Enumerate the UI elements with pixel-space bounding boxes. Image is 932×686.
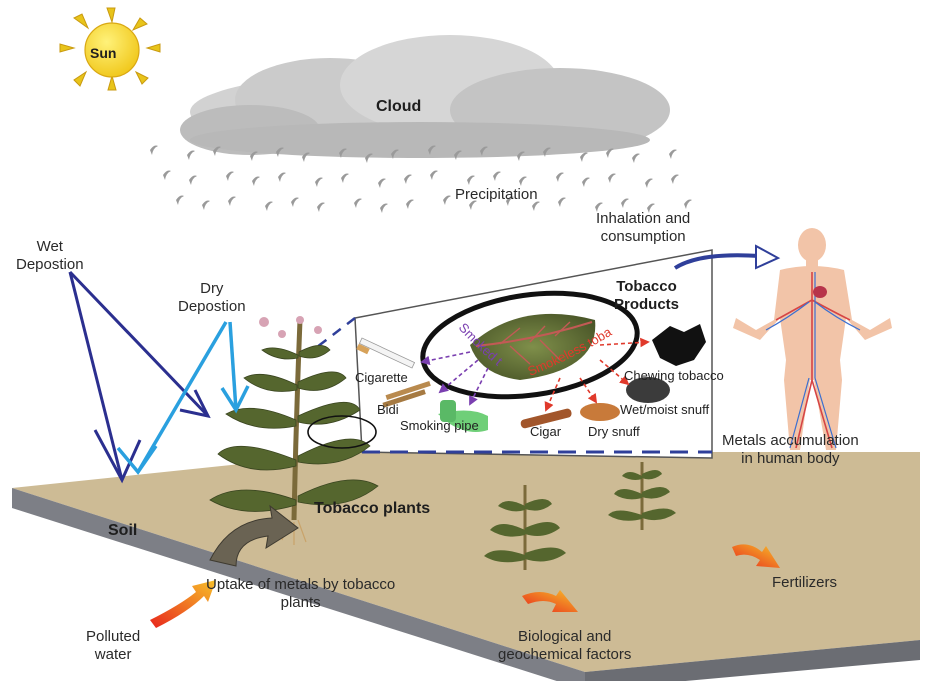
bio-line-2: geochemical factors <box>498 646 631 664</box>
tobacco-products-label: Tobacco Products <box>614 278 679 314</box>
raindrop-icon <box>404 175 412 185</box>
fertilizers-label: Fertilizers <box>772 574 837 592</box>
raindrop-icon <box>378 179 386 189</box>
metals-line-1: Metals accumulation <box>722 432 859 450</box>
tobacco-plants-label: Tobacco plants <box>314 500 430 518</box>
biological-factors-label: Biological and geochemical factors <box>498 628 631 664</box>
raindrop-icon <box>556 173 564 183</box>
raindrop-icon <box>608 174 616 184</box>
raindrop-icon <box>519 177 527 187</box>
raindrop-icon <box>558 198 566 208</box>
uptake-label: Uptake of metals by tobacco plants <box>206 576 395 612</box>
raindrop-icon <box>291 198 299 208</box>
raindrop-icon <box>226 172 234 182</box>
polluted-water-label: Polluted water <box>86 628 140 664</box>
raindrop-icon <box>430 171 438 181</box>
tobacco-products-line-1: Tobacco <box>616 278 677 296</box>
raindrop-icon <box>252 177 260 187</box>
raindrop-icon <box>406 200 414 210</box>
smoking-pipe-label: Smoking pipe <box>400 418 479 433</box>
raindrop-icon <box>150 146 158 156</box>
bio-line-1: Biological and <box>518 628 611 646</box>
raindrop-icon <box>580 153 588 163</box>
raindrop-icon <box>202 201 210 211</box>
raindrop-icon <box>645 179 653 189</box>
wet-snuff-label: Wet/moist snuff <box>620 402 709 417</box>
cigar-label: Cigar <box>530 424 561 439</box>
raindrop-icon <box>671 175 679 185</box>
precipitation-label: Precipitation <box>455 186 538 204</box>
wet-line-2: Depostion <box>16 256 84 274</box>
raindrop-icon <box>621 199 629 209</box>
dry-line-1: Dry <box>200 280 223 298</box>
raindrop-icon <box>317 203 325 213</box>
raindrop-icon <box>341 174 349 184</box>
metals-accumulation-label: Metals accumulation in human body <box>722 432 859 468</box>
soil-slab <box>12 452 920 681</box>
metals-line-2: in human body <box>741 450 839 468</box>
wet-line-1: Wet <box>37 238 63 256</box>
polluted-line-1: Polluted <box>86 628 140 646</box>
raindrop-icon <box>354 199 362 209</box>
inhalation-label: Inhalation and consumption <box>596 210 690 246</box>
uptake-line-1: Uptake of metals by tobacco <box>206 576 395 594</box>
soil-label: Soil <box>108 522 137 540</box>
dry-snuff-label: Dry snuff <box>588 424 640 439</box>
raindrop-icon <box>228 197 236 207</box>
dry-deposition-label: Dry Depostion <box>178 280 246 316</box>
cloud-icon <box>180 35 670 158</box>
wet-deposition-label: Wet Depostion <box>16 238 84 274</box>
tobacco-products-line-2: Products <box>614 296 679 314</box>
raindrop-icon <box>582 178 590 188</box>
raindrop-icon <box>493 172 501 182</box>
cloud-label: Cloud <box>376 98 421 116</box>
dry-line-2: Depostion <box>178 298 246 316</box>
raindrop-icon <box>467 176 475 186</box>
raindrop-icon <box>669 150 677 160</box>
raindrop-icon <box>163 171 171 181</box>
raindrop-icon <box>265 202 273 212</box>
raindrop-icon <box>189 176 197 186</box>
raindrop-icon <box>380 204 388 214</box>
cigarette-label: Cigarette <box>355 370 408 385</box>
raindrop-icon <box>278 173 286 183</box>
dry-snuff-icon <box>580 403 620 421</box>
uptake-line-2: plants <box>281 594 321 612</box>
inhalation-line-1: Inhalation and <box>596 210 690 228</box>
raindrop-icon <box>632 154 640 164</box>
raindrop-icon <box>684 200 692 210</box>
raindrop-icon <box>176 196 184 206</box>
bidi-label: Bidi <box>377 402 399 417</box>
chewing-tobacco-label: Chewing tobacco <box>624 368 724 383</box>
raindrop-icon <box>187 151 195 161</box>
polluted-line-2: water <box>95 646 132 664</box>
inhalation-line-2: consumption <box>601 228 686 246</box>
sun-label: Sun <box>90 44 116 62</box>
raindrop-icon <box>315 178 323 188</box>
raindrop-icon <box>443 196 451 206</box>
